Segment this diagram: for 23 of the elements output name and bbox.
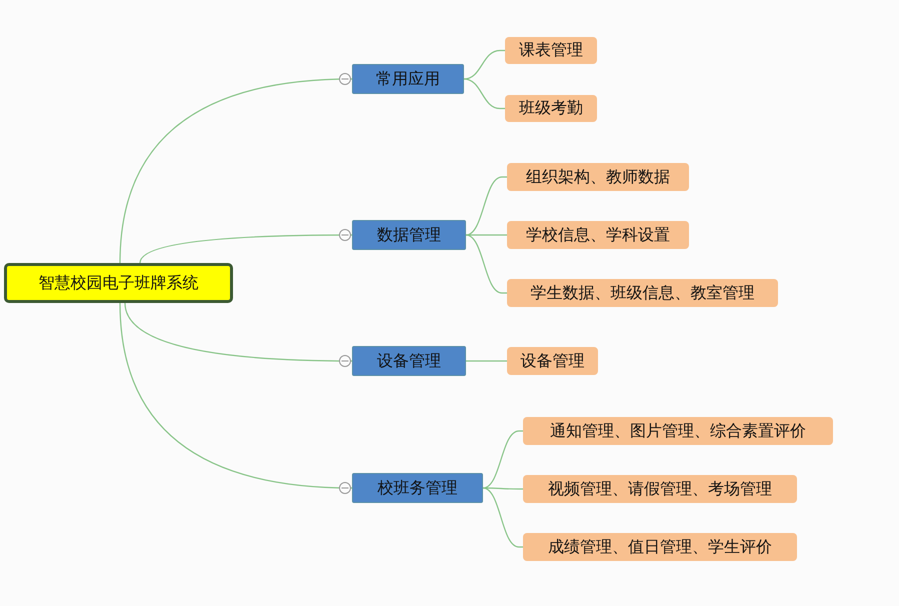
connector-line — [466, 360, 507, 362]
connector-line — [483, 487, 523, 490]
connector-line — [466, 234, 507, 236]
branch-topic-box: 数据管理 — [352, 220, 466, 250]
subtopic-box: 学生数据、班级信息、教室管理 — [507, 279, 778, 307]
connector-line — [464, 78, 505, 110]
subtopic-box: 班级考勤 — [505, 95, 597, 122]
subtopic-box: 成绩管理、值日管理、学生评价 — [523, 533, 797, 561]
connector-line — [466, 234, 507, 294]
connector-line — [482, 487, 523, 548]
subtopic-box: 组织架构、教师数据 — [507, 163, 689, 191]
subtopic-box: 通知管理、图片管理、综合素置评价 — [523, 417, 833, 445]
connector-line — [466, 176, 507, 236]
central-topic-box: 智慧校园电子班牌系统 — [4, 263, 233, 303]
subtopic-box: 课表管理 — [505, 37, 597, 64]
connector-line — [482, 430, 523, 489]
branch-topic-box: 常用应用 — [352, 64, 464, 94]
branch-topic-box: 设备管理 — [352, 346, 466, 376]
connector-line — [464, 50, 505, 80]
subtopic-box: 视频管理、请假管理、考场管理 — [523, 475, 797, 503]
subtopic-box: 设备管理 — [507, 347, 598, 375]
branch-topic-box: 校班务管理 — [352, 473, 483, 503]
subtopic-box: 学校信息、学科设置 — [507, 221, 689, 249]
